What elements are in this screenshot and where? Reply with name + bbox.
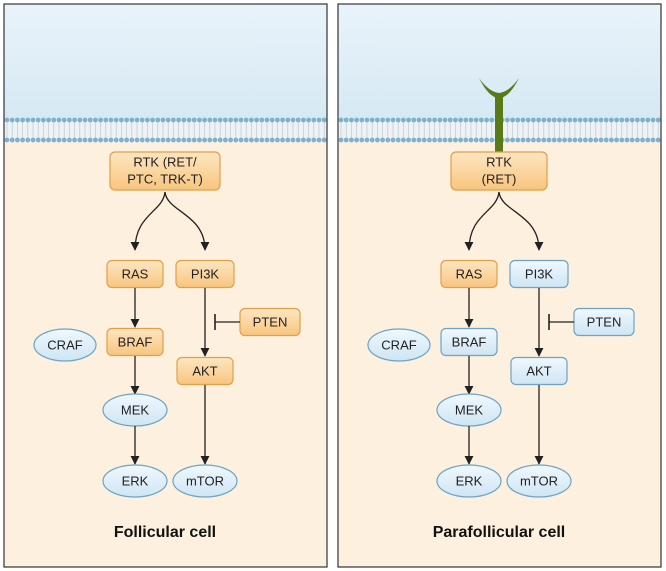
rtk-label-line1: RTK [486,154,512,169]
arrow-rtk-to-ras [464,191,500,251]
mek-label: MEK [455,402,484,417]
erk-ellipse [102,464,168,498]
mtor-label: mTOR [186,473,224,488]
rtk-label-line2: (RET) [482,171,517,186]
rtk-label-line2: PTC, TRK-T) [127,171,203,186]
akt-label: AKT [192,363,217,378]
cell-membrane [4,117,327,143]
pi3k-label: PI3K [525,266,554,281]
receptor-ligand [479,78,519,153]
craf-ellipse [367,328,431,362]
mek-label: MEK [121,402,150,417]
mtor-ellipse [506,464,572,498]
craf-ellipse [33,328,97,362]
pi3k-label: PI3K [191,266,220,281]
ras-box [106,259,164,289]
panel-caption: Parafollicular cell [433,524,566,541]
arrow-rtk-to-pi3k [498,191,544,251]
pi3k-box [509,259,569,289]
pten-label: PTEN [587,314,622,329]
braf-label: BRAF [118,334,153,349]
erk-ellipse [436,464,502,498]
akt-box [176,356,234,386]
akt-box [510,356,568,386]
panel-border [337,3,662,568]
craf-label: CRAF [381,337,416,352]
braf-box [440,327,498,357]
arrow-rtk-to-pi3k [164,191,210,251]
mtor-ellipse [172,464,238,498]
extracellular-space [4,4,327,119]
craf-label: CRAF [47,337,82,352]
rtk-label-line1: RTK (RET/ [133,154,197,169]
rtk-box [450,151,548,191]
erk-label: ERK [456,473,483,488]
braf-label: BRAF [452,334,487,349]
pten-label: PTEN [253,314,288,329]
akt-label: AKT [526,363,551,378]
braf-box [106,327,164,357]
panel-border [3,3,328,568]
rtk-box [109,151,221,191]
panel-caption: Follicular cell [114,524,216,541]
arrow-rtk-to-ras [130,191,166,251]
erk-label: ERK [122,473,149,488]
panel-follicular: RTK (RET/PTC, TRK-T) RAS BRAF CRAF MEK ERK PI3… [3,3,328,568]
mtor-label: mTOR [520,473,558,488]
ras-label: RAS [456,266,483,281]
ras-label: RAS [122,266,149,281]
pi3k-box [175,259,235,289]
panel-parafollicular: RTK (RET) RAS BRAF CRAF MEK ERK PI3K PTEN AKT mTOR… [337,3,662,568]
cell-membrane [338,117,661,143]
ras-box [440,259,498,289]
